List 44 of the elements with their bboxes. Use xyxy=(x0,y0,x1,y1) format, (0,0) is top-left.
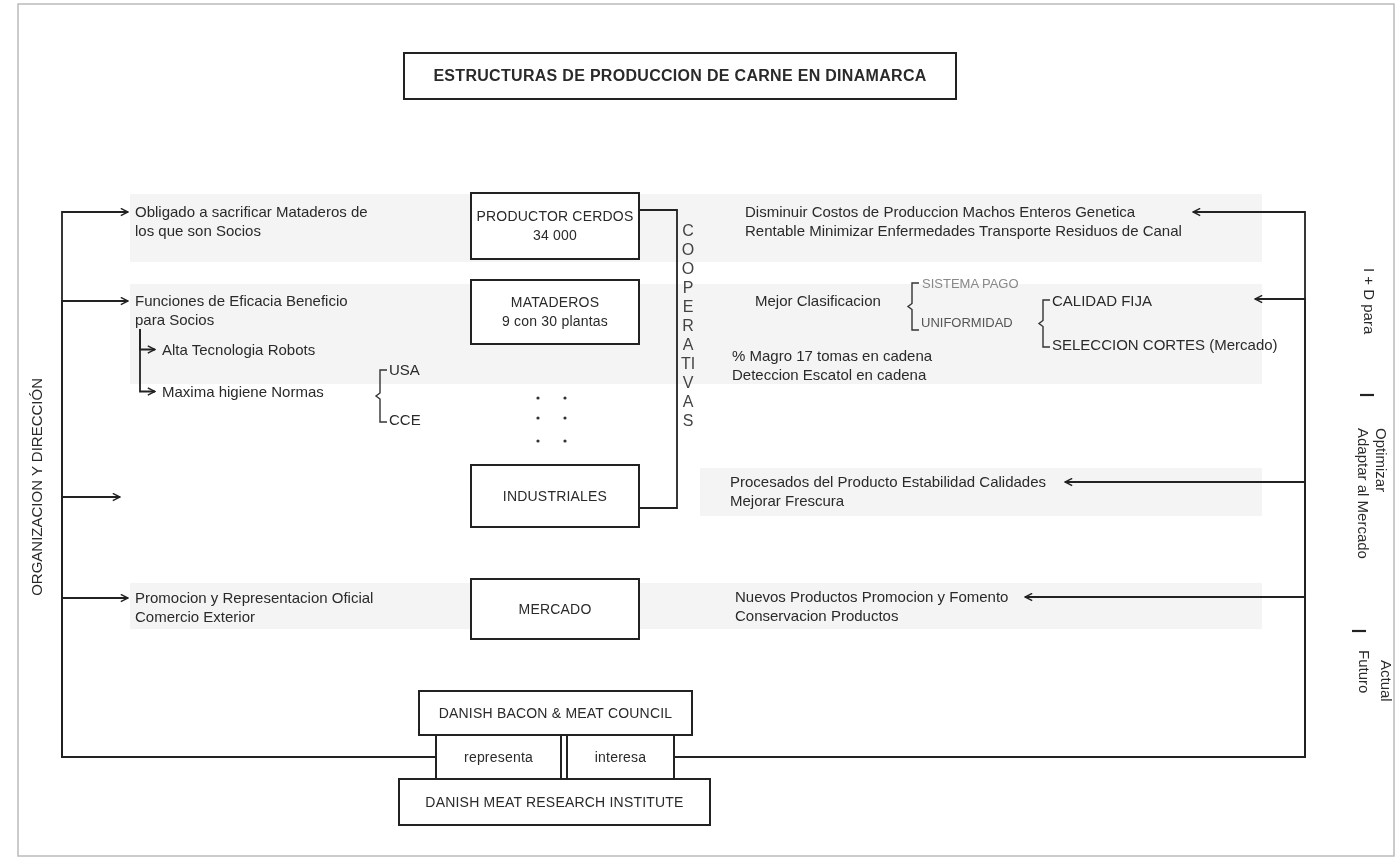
box-label: INDUSTRIALES xyxy=(502,486,608,506)
box-label: 9 con 30 plantas xyxy=(502,312,608,331)
label-text: Mejor Clasificacion xyxy=(755,291,881,310)
label-text: CCE xyxy=(389,410,421,429)
label-text: CALIDAD FIJA xyxy=(1052,291,1153,310)
note-text: Funciones de Eficacia Beneficio para Socios xyxy=(128,291,365,329)
connector-line xyxy=(639,209,678,509)
process-box xyxy=(470,578,640,640)
label-text: USA xyxy=(389,360,420,379)
label-text: Adaptar al Mercado xyxy=(1354,428,1373,559)
process-box xyxy=(470,279,640,345)
label-text: Actual xyxy=(1377,660,1396,702)
note-text: Promocion y Representacion Oficial Comercio Exterior xyxy=(128,588,425,626)
box-label: interesa xyxy=(594,747,647,767)
note-text: Obligado a sacrificar Mataderos de los que son Socios xyxy=(128,202,380,240)
box-label: DANISH MEAT RESEARCH INSTITUTE xyxy=(425,792,684,812)
process-box xyxy=(566,734,675,780)
label-text: SELECCION CORTES (Mercado) xyxy=(1052,335,1278,354)
edge-label: COOPERATIVAS xyxy=(680,221,696,430)
label-text: I + D para xyxy=(1360,268,1379,335)
box-label: PRODUCTOR CERDOS xyxy=(476,207,634,226)
box-label: MATADEROS xyxy=(510,293,600,312)
note-text: Nuevos Productos Promocion y Fomento Conservacion Productos xyxy=(728,587,1025,625)
label-text: Optimizar xyxy=(1372,428,1391,493)
label-text: SISTEMA PAGO xyxy=(922,275,1019,293)
arrow xyxy=(139,328,156,396)
process-box xyxy=(435,734,562,780)
note-text: Procesados del Producto Estabilidad Calidades Mejorar Frescura xyxy=(723,472,1065,510)
note-text: Maxima higiene Normas xyxy=(155,382,324,401)
box-label: DANISH BACON & MEAT COUNCIL xyxy=(438,703,673,723)
label-text: UNIFORMIDAD xyxy=(921,314,1013,332)
note-text: Disminuir Costos de Produccion Machos Enteros Genetica Rentable Minimizar Enfermedades Transporte Residuos de Canal xyxy=(738,202,1193,240)
process-box xyxy=(470,464,640,528)
label-text: % Magro 17 tomas en cadena Deteccion Escatol en cadena xyxy=(732,346,934,384)
process-box xyxy=(418,690,693,736)
box-label: 34 000 xyxy=(533,226,577,245)
process-box xyxy=(470,192,640,260)
title: ESTRUCTURAS DE PRODUCCION DE CARNE EN DINAMARCA xyxy=(403,52,957,100)
box-label: representa xyxy=(464,747,533,767)
label-text: ORGANIZACION Y DIRECCIÓN xyxy=(27,378,46,596)
note-text: Alta Tecnologia Robots xyxy=(155,340,316,359)
process-box xyxy=(398,778,711,826)
box-label: MERCADO xyxy=(518,599,592,619)
label-text: Futuro xyxy=(1355,650,1374,694)
